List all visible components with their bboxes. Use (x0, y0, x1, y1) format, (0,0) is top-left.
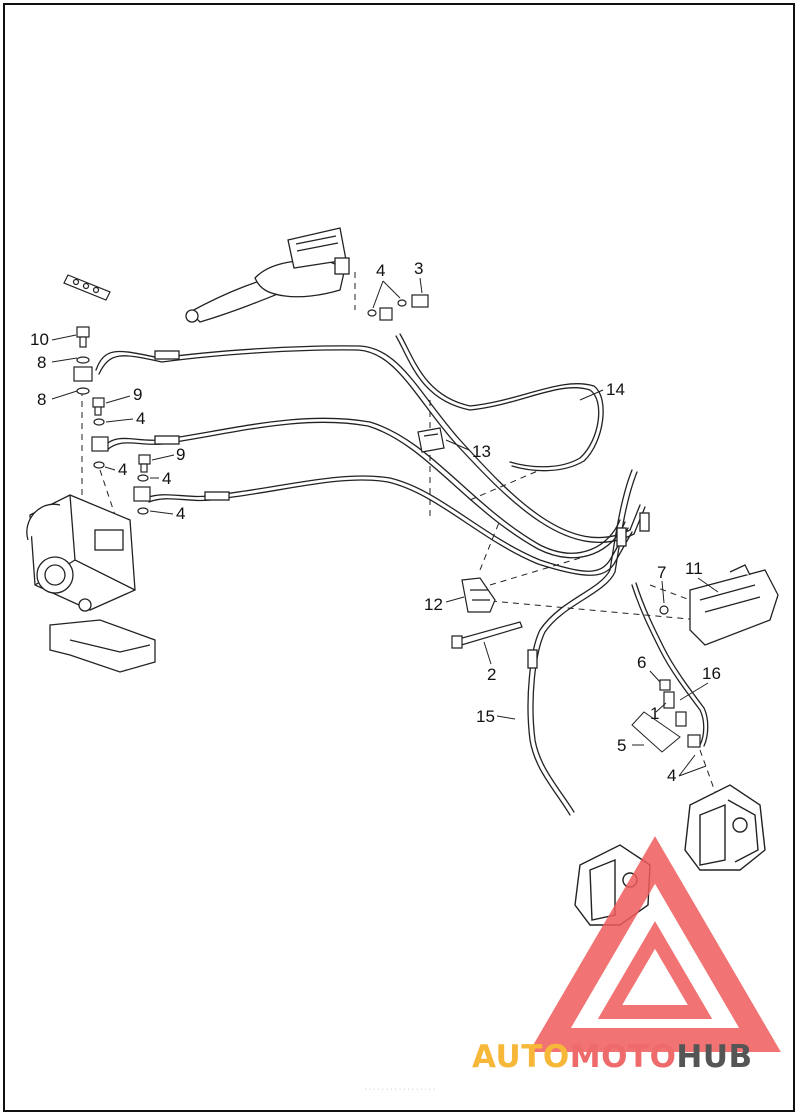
junction-fittings (659, 679, 701, 748)
callout-4-a: 4 (136, 409, 145, 428)
watermark-triangle (529, 836, 781, 1052)
watermark-logo (529, 836, 781, 1052)
brake-line-16 (631, 584, 705, 746)
callout-11: 11 (685, 559, 703, 578)
callout-4-d: 4 (176, 504, 185, 523)
watermark-hub: HUB (676, 1039, 752, 1075)
brake-lines (95, 333, 709, 816)
caliper-right (684, 784, 766, 871)
callout-2: 2 (487, 665, 496, 684)
brake-line-middle (103, 417, 621, 554)
callout-13: 13 (472, 442, 491, 461)
brake-line-15 (527, 469, 633, 816)
callout-15: 15 (476, 707, 495, 726)
bracket-11 (689, 564, 779, 646)
callout-4-b: 4 (118, 460, 127, 479)
watermark-auto: AUTO (472, 1039, 570, 1075)
cable-tie (451, 621, 523, 649)
diagram-frame (3, 3, 795, 1112)
callout-10: 10 (30, 330, 49, 349)
abs-module (26, 494, 156, 673)
callout-4-top: 4 (376, 261, 385, 280)
callout-1: 1 (650, 704, 659, 723)
clip-13 (417, 427, 445, 453)
callout-9-upper: 9 (133, 385, 142, 404)
callout-12: 12 (424, 595, 443, 614)
clip-12 (461, 577, 496, 613)
callout-5: 5 (617, 736, 626, 755)
callout-14: 14 (606, 380, 625, 399)
callout-3: 3 (414, 259, 423, 278)
callout-labels: 3 4 10 8 8 9 4 9 4 4 4 14 13 7 11 12 2 6… (30, 259, 721, 785)
callout-4-e: 4 (667, 766, 676, 785)
bolt-7 (659, 605, 669, 615)
brake-line-14 (395, 335, 600, 468)
callout-8-lower: 8 (37, 390, 46, 409)
fittings-left (73, 326, 151, 515)
brake-line-lower (145, 475, 629, 572)
callout-8-upper: 8 (37, 353, 46, 372)
callout-7: 7 (657, 563, 666, 582)
callout-6: 6 (637, 653, 646, 672)
dash-lines (81, 272, 719, 801)
watermark-moto: MOTO (570, 1039, 677, 1075)
callout-4-c: 4 (162, 469, 171, 488)
brake-line-upper (95, 345, 641, 539)
master-cylinder (185, 227, 350, 323)
callout-9-lower: 9 (176, 445, 185, 464)
fittings-top (367, 294, 429, 321)
callout-16: 16 (702, 664, 721, 683)
mounting-clip-strip (63, 274, 111, 301)
footer-note: · · · · · · · · · · · · · · · · · (364, 1086, 436, 1093)
callout-leaders (51, 277, 719, 777)
watermark-brand: AUTOMOTOHUB (472, 1039, 753, 1075)
